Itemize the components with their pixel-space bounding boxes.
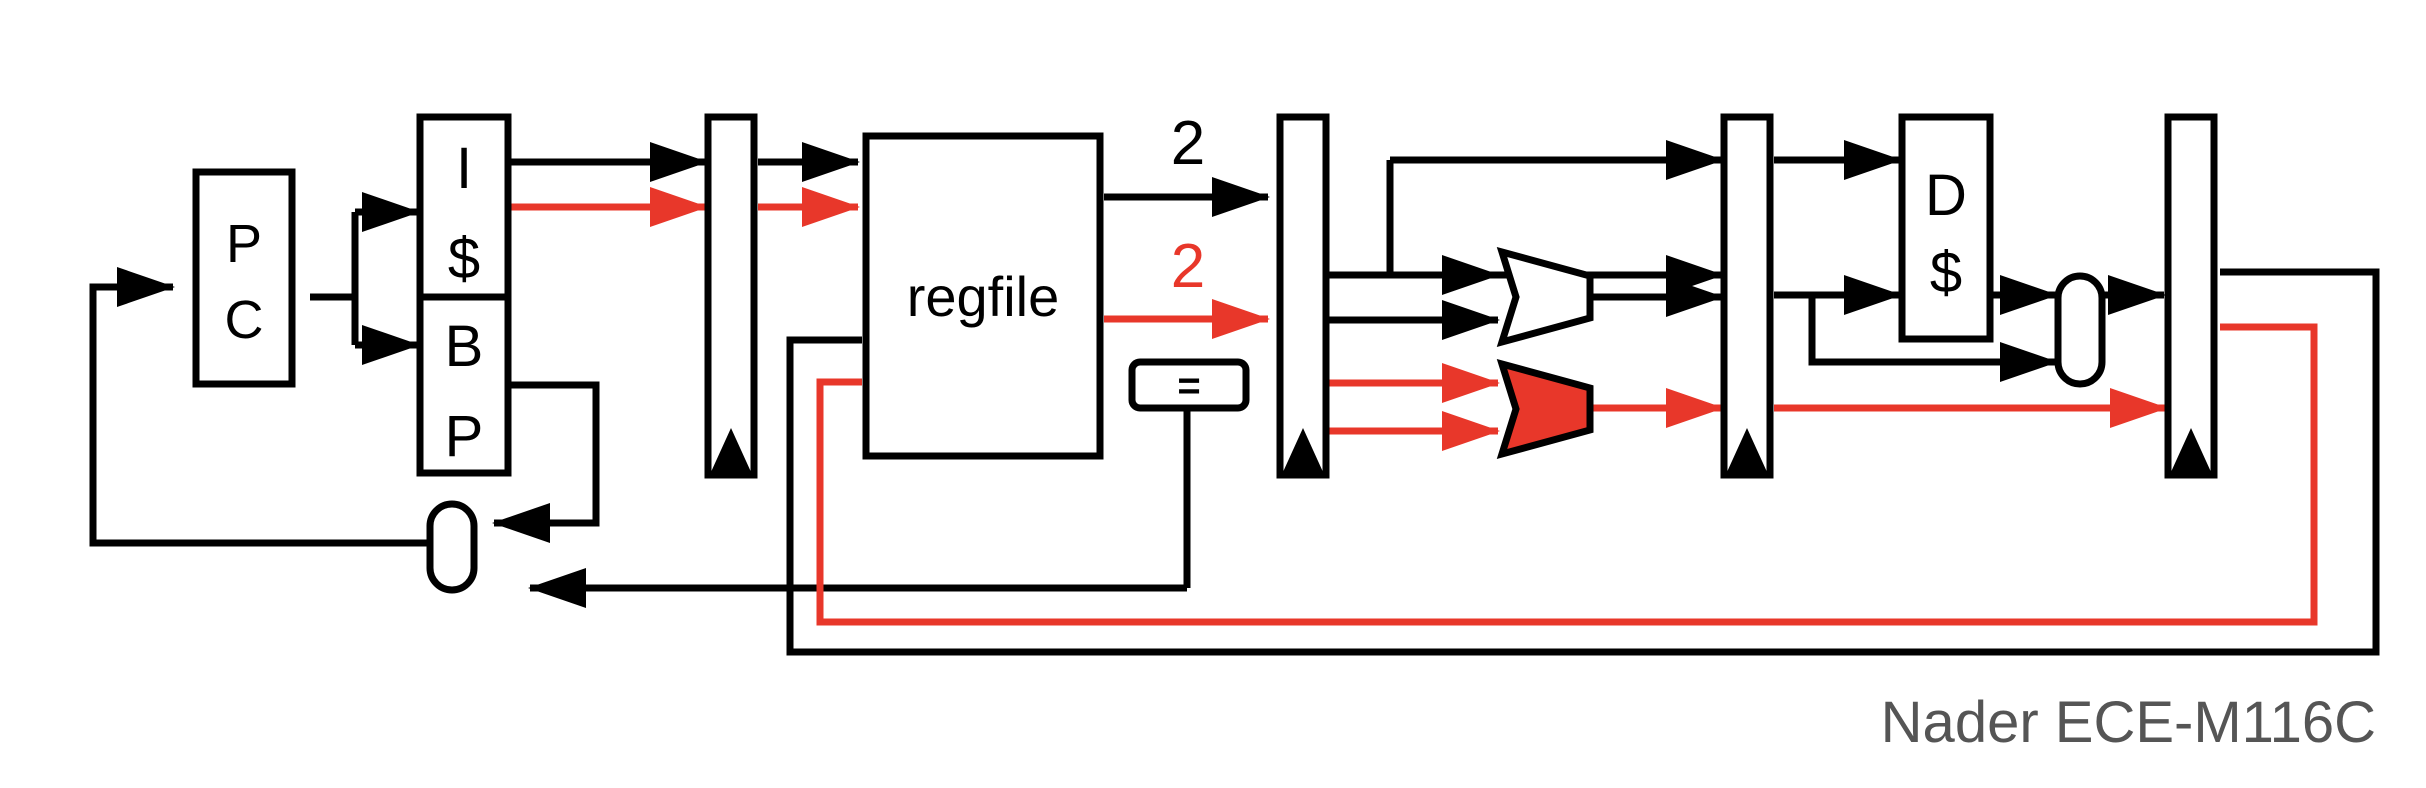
regfile-label: regfile: [907, 265, 1060, 328]
alu-red: [1496, 358, 1594, 460]
pipeline-latch-1: [704, 113, 758, 479]
bp-label-line-2: P: [445, 404, 484, 469]
icache-label-line-2: $: [448, 226, 480, 291]
writeback-mux: [2054, 272, 2106, 388]
black-bus-width-label: 2: [1171, 109, 1205, 178]
pc-block: P C: [192, 168, 296, 388]
wires: [89, 140, 2380, 656]
branch-comparator: =: [1128, 358, 1250, 412]
pipeline-latch-4: [2164, 113, 2218, 479]
icache-label-line-1: I: [456, 136, 472, 201]
regfile-block: regfile: [862, 132, 1104, 460]
pipeline-latch-3: [1720, 113, 1774, 479]
pipeline-latch-2: [1276, 113, 1330, 479]
branch-predictor-block: B P: [416, 293, 512, 477]
alu-black: [1496, 246, 1594, 348]
bp-label-line-1: B: [445, 314, 484, 379]
data-cache-block: D $: [1898, 113, 1994, 343]
dcache-label-line-1: D: [1925, 163, 1967, 228]
next-pc-mux: [426, 500, 478, 594]
pc-label-line-2: C: [225, 290, 264, 350]
footer-credit: Nader ECE-M116C: [1881, 690, 2376, 755]
comparator-label: =: [1177, 364, 1200, 408]
instruction-cache-block: I $: [416, 113, 512, 301]
red-bus-width-label: 2: [1171, 232, 1205, 301]
dcache-label-line-2: $: [1930, 240, 1962, 305]
pc-label-line-1: P: [226, 214, 262, 274]
